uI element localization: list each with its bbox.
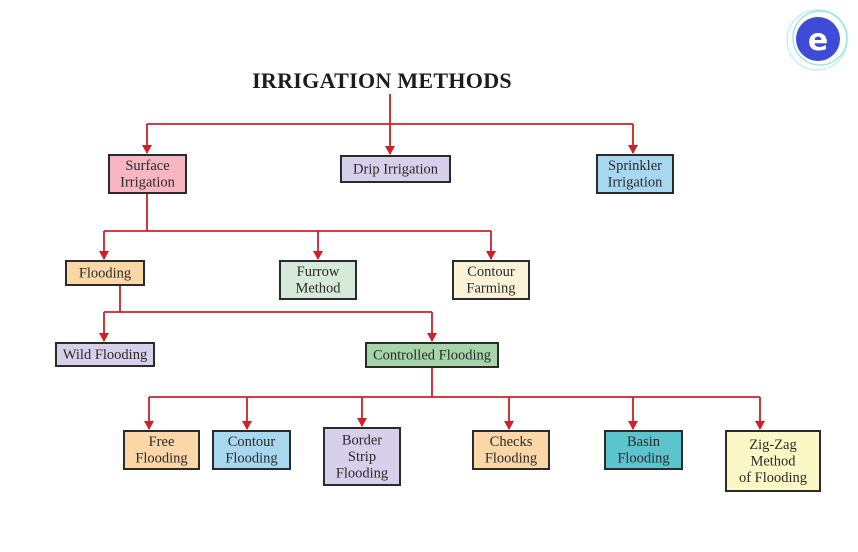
node-contour-farming-label-line-2: Farming	[466, 281, 515, 297]
node-checks-flooding-box	[472, 430, 550, 470]
logo-disc	[796, 17, 840, 61]
node-sprinkler-irrigation-label-line-2: Irrigation	[608, 175, 664, 191]
node-zig-zag-method-of-flooding-box	[725, 430, 821, 492]
node-free-flooding-label-line-1: Free	[149, 434, 175, 450]
node-controlled-flooding-box	[365, 342, 499, 368]
node-surface-irrigation-label-line-2: Irrigation	[120, 175, 176, 191]
node-contour-farming-box	[452, 260, 530, 300]
node-furrow-method-box	[279, 260, 357, 300]
node-basin-flooding-label-line-2: Flooding	[617, 451, 669, 467]
node-wild-flooding: Wild Flooding	[55, 342, 155, 367]
node-sprinkler-irrigation-label-line-1: Sprinkler	[608, 158, 662, 174]
node-controlled-flooding: Controlled Flooding	[365, 342, 499, 368]
arrow-to-furrow-method	[313, 251, 323, 260]
node-zig-zag-method-of-flooding-label-line-3: of Flooding	[739, 470, 807, 486]
logo-letter: e	[808, 23, 828, 58]
arrow-to-basin-flooding	[628, 421, 638, 430]
arrow-to-border-strip-flooding	[357, 418, 367, 427]
node-checks-flooding-label-line-1: Checks	[490, 434, 533, 450]
node-controlled-flooding-label-line-1: Controlled Flooding	[373, 347, 491, 363]
node-sprinkler-irrigation-box	[596, 154, 674, 194]
arrow-to-sprinkler-irrigation	[628, 145, 638, 154]
node-surface-irrigation-label-line-1: Surface	[125, 158, 169, 174]
node-basin-flooding-label-line-1: Basin	[627, 434, 661, 450]
node-flooding-box	[65, 260, 145, 286]
node-surface-irrigation-box	[108, 154, 187, 194]
arrow-to-zig-zag-method-of-flooding	[755, 421, 765, 430]
node-furrow-method-label-line-1: Furrow	[297, 264, 340, 280]
node-furrow-method-label-line-2: Method	[295, 281, 341, 297]
arrow-to-wild-flooding	[99, 333, 109, 342]
arrow-to-controlled-flooding	[427, 333, 437, 342]
diagram-title: IRRIGATION METHODS	[252, 68, 512, 93]
logo-ring-2	[792, 10, 848, 66]
arrow-to-flooding	[99, 251, 109, 260]
node-border-strip-flooding-label-line-2: Strip	[348, 449, 376, 465]
arrow-to-contour-farming	[486, 251, 496, 260]
node-flooding-label-line-1: Flooding	[79, 265, 131, 281]
arrow-to-checks-flooding	[504, 421, 514, 430]
arrow-to-contour-flooding	[242, 421, 252, 430]
node-border-strip-flooding-label-line-3: Flooding	[336, 465, 388, 481]
node-border-strip-flooding-label-line-1: Border	[342, 432, 382, 448]
node-drip-irrigation-box	[340, 155, 451, 183]
node-free-flooding-box	[123, 430, 200, 470]
node-contour-flooding-box	[212, 430, 291, 470]
arrow-to-drip-irrigation	[385, 146, 395, 155]
node-checks-flooding-label-line-2: Flooding	[485, 451, 537, 467]
node-zig-zag-method-of-flooding-label-line-1: Zig-Zag	[749, 437, 797, 453]
node-contour-flooding-label-line-1: Contour	[228, 434, 276, 450]
node-drip-irrigation-label-line-1: Drip Irrigation	[353, 161, 439, 177]
node-drip-irrigation: Drip Irrigation	[340, 155, 451, 183]
node-zig-zag-method-of-flooding-label-line-2: Method	[750, 453, 796, 469]
e-logo-icon: e	[786, 9, 848, 71]
node-basin-flooding-box	[604, 430, 683, 470]
node-border-strip-flooding-box	[323, 427, 401, 486]
connector-layer	[99, 94, 765, 430]
arrow-to-surface-irrigation	[142, 145, 152, 154]
node-contour-farming-label-line-1: Contour	[467, 264, 515, 280]
node-contour-flooding-label-line-2: Flooding	[225, 451, 277, 467]
node-free-flooding-label-line-2: Flooding	[135, 451, 187, 467]
node-flooding: Flooding	[65, 260, 145, 286]
arrow-to-free-flooding	[144, 421, 154, 430]
node-wild-flooding-box	[55, 342, 155, 367]
node-wild-flooding-label-line-1: Wild Flooding	[63, 347, 147, 363]
